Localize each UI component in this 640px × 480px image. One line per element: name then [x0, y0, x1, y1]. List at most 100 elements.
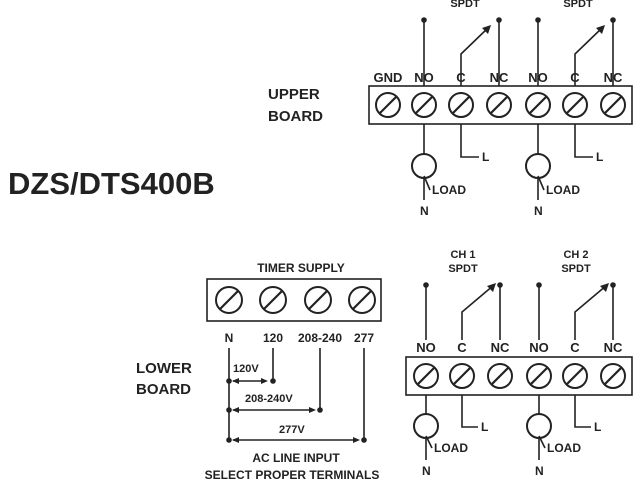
- lower-board: CH 1 SPDT CH 2 SPDT NO C NC NO C NC: [405, 249, 633, 478]
- upper-screw-terminal: [375, 92, 401, 118]
- supply-277-dot: [361, 437, 367, 443]
- span-120v-label: 120V: [233, 363, 259, 375]
- lower-terminal-block: [405, 356, 633, 396]
- upper-board-label-line1: UPPER: [268, 86, 320, 103]
- supply-208-240-dot: [317, 407, 323, 413]
- lower-no2-contact-dot: [536, 282, 542, 288]
- lower-spdt1-switch-arm: [461, 284, 495, 340]
- upper-nc1-contact-dot: [496, 17, 502, 23]
- lower-spdt1-arrow: [487, 283, 496, 292]
- lower-load2-lamp-icon: [526, 413, 552, 439]
- upper-no2-contact-dot: [535, 17, 541, 23]
- upper-spdt1-arrow: [482, 25, 491, 34]
- lower-c1-line-label: L: [481, 420, 488, 434]
- timer-supply-screw-terminal: [304, 286, 332, 314]
- neutral-dot-277: [226, 437, 232, 443]
- lower-terminal-label: C: [570, 340, 580, 355]
- upper-screw-terminal: [600, 92, 626, 118]
- lower-load1-neutral: N: [422, 464, 431, 478]
- span-277v-label: 277V: [279, 424, 305, 436]
- neutral-dot-208-240: [226, 407, 232, 413]
- upper-load1-pointer: [423, 175, 431, 191]
- span-120v-arrow-left: [232, 378, 239, 384]
- lower-load1-pointer: [425, 435, 433, 449]
- lower-nc1-contact-dot: [497, 282, 503, 288]
- ac-line-input-note: AC LINE INPUT: [252, 451, 340, 465]
- upper-load2-lamp-icon: [525, 153, 551, 179]
- lower-spdt2-arrow: [600, 283, 609, 292]
- upper-screw-terminal: [525, 92, 551, 118]
- lower-screw-terminal: [562, 363, 588, 389]
- lower-board-label-line2: BOARD: [136, 381, 191, 398]
- upper-board-label-line2: BOARD: [268, 108, 323, 125]
- upper-load1-neutral: N: [420, 204, 429, 218]
- upper-spdt2-arrow: [596, 25, 605, 34]
- lower-load1-label: LOAD: [434, 441, 468, 455]
- lower-load2-pointer: [538, 435, 546, 449]
- span-208-240v-arrow-right: [309, 407, 316, 413]
- neutral-dot-120: [226, 378, 232, 384]
- lower-board-label-line1: LOWER: [136, 360, 192, 377]
- upper-screw-terminal: [562, 92, 588, 118]
- upper-c2-line-wire: [574, 124, 593, 158]
- span-208-240v-arrow-left: [232, 407, 239, 413]
- upper-c1-line-wire: [460, 124, 479, 158]
- lower-terminal-label: C: [457, 340, 467, 355]
- lower-terminal-label: NO: [529, 340, 549, 355]
- span-277v-arrow-left: [232, 437, 239, 443]
- span-277v-arrow-right: [353, 437, 360, 443]
- lower-screw-terminal: [413, 363, 439, 389]
- upper-terminal-label: GND: [374, 70, 403, 85]
- span-120v-arrow-right: [261, 378, 268, 384]
- lower-load1-lamp-icon: [413, 413, 439, 439]
- timer-supply: TIMER SUPPLY N 120 208-240 277 LOWER BOA…: [136, 261, 382, 480]
- upper-c1-line-label: L: [482, 150, 489, 164]
- upper-spdt2-switch-arm: [574, 26, 604, 86]
- upper-screw-terminal: [448, 92, 474, 118]
- timer-supply-title: TIMER SUPPLY: [257, 261, 345, 275]
- lower-load2-label: LOAD: [547, 441, 581, 455]
- lower-channel-1-name: CH 1: [450, 249, 475, 261]
- lower-spdt2-switch-arm: [574, 284, 608, 340]
- lower-channel-2-type: SPDT: [561, 263, 591, 275]
- timer-supply-screw-terminal: [259, 286, 287, 314]
- select-terminals-note: SELECT PROPER TERMINALS: [205, 468, 380, 480]
- upper-screw-terminal: [486, 92, 512, 118]
- timer-terminal-label: 208-240: [298, 331, 342, 345]
- lower-c1-line-wire: [461, 395, 478, 428]
- lower-terminal-label: NC: [604, 340, 623, 355]
- span-208-240v-label: 208-240V: [245, 393, 293, 405]
- timer-supply-screw-terminal: [348, 286, 376, 314]
- upper-screw-terminal: [411, 92, 437, 118]
- lower-screw-terminal: [526, 363, 552, 389]
- lower-terminal-label: NC: [491, 340, 510, 355]
- lower-c2-line-label: L: [594, 420, 601, 434]
- timer-terminal-label: 120: [263, 331, 283, 345]
- timer-supply-screw-terminal: [215, 286, 243, 314]
- upper-load2-neutral: N: [534, 204, 543, 218]
- upper-spdt1-switch-arm: [460, 26, 490, 86]
- lower-nc2-contact-dot: [610, 282, 616, 288]
- lower-screw-terminal: [600, 363, 626, 389]
- upper-channel-1-type: SPDT: [450, 0, 480, 10]
- upper-board: UPPER BOARD SPDT SPDT GND NO C NC NO C N…: [268, 0, 633, 218]
- upper-nc2-contact-dot: [610, 17, 616, 23]
- lower-channel-1-type: SPDT: [448, 263, 478, 275]
- lower-terminal-label: NO: [416, 340, 436, 355]
- upper-load1-label: LOAD: [432, 183, 466, 197]
- upper-c2-line-label: L: [596, 150, 603, 164]
- lower-screw-terminal: [487, 363, 513, 389]
- upper-load2-label: LOAD: [546, 183, 580, 197]
- lower-screw-terminal: [449, 363, 475, 389]
- lower-load2-neutral: N: [535, 464, 544, 478]
- lower-no1-contact-dot: [423, 282, 429, 288]
- upper-load1-lamp-icon: [411, 153, 437, 179]
- lower-channel-2-name: CH 2: [563, 249, 588, 261]
- timer-terminal-label: 277: [354, 331, 374, 345]
- upper-load2-pointer: [537, 175, 545, 191]
- upper-channel-2-type: SPDT: [563, 0, 593, 10]
- timer-terminal-label: N: [225, 331, 234, 345]
- lower-c2-line-wire: [574, 395, 591, 428]
- supply-120-dot: [270, 378, 276, 384]
